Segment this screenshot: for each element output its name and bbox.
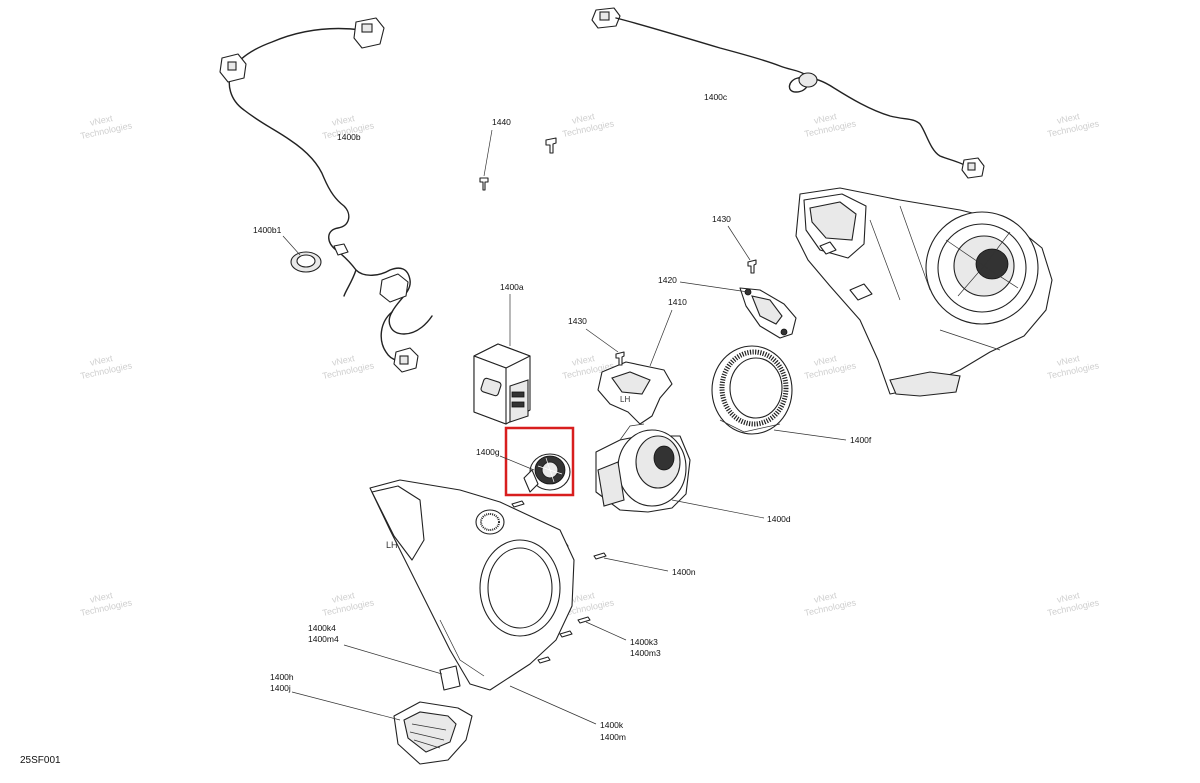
wiring-harness-1400b[interactable] xyxy=(219,17,433,373)
svg-text:LH: LH xyxy=(620,395,630,404)
pad-1400k4[interactable] xyxy=(439,665,461,691)
leader-1400k4 xyxy=(343,644,443,675)
leader-1400h xyxy=(291,691,401,721)
svg-text:vNext: vNext xyxy=(571,111,596,126)
callout-1400n: 1400n xyxy=(672,567,696,577)
svg-text:vNext: vNext xyxy=(331,113,356,128)
svg-text:vNext: vNext xyxy=(331,353,356,368)
bracket-1420[interactable] xyxy=(739,287,797,339)
callout-1430-top: 1430 xyxy=(712,214,731,224)
svg-text:vNext: vNext xyxy=(89,590,114,605)
diagram-code: 25SF001 xyxy=(20,755,61,766)
svg-text:vNext: vNext xyxy=(813,111,838,126)
callout-1400b: 1400b xyxy=(337,132,361,142)
leader-1400g xyxy=(499,455,535,471)
grille-1400h[interactable] xyxy=(393,701,473,765)
callout-1400c: 1400c xyxy=(704,92,728,102)
speaker-1400d[interactable] xyxy=(595,423,691,513)
svg-text:vNext: vNext xyxy=(571,353,596,368)
callout-1400b1: 1400b1 xyxy=(253,225,282,235)
leader-1430-top xyxy=(727,225,751,261)
leader-1430-mid xyxy=(585,328,619,353)
grommet-1400b1[interactable] xyxy=(290,251,322,273)
speaker-housing-upper-right[interactable] xyxy=(795,187,1053,397)
callout-1400d: 1400d xyxy=(767,514,791,524)
leader-1400n xyxy=(603,557,669,572)
leader-1400b1 xyxy=(282,235,301,256)
callout-1400k4: 1400k4 xyxy=(308,623,336,633)
callout-1430-mid: 1430 xyxy=(568,316,587,326)
callout-1400f: 1400f xyxy=(850,435,872,445)
callout-1420: 1420 xyxy=(658,275,677,285)
callout-1400m3: 1400m3 xyxy=(630,648,661,658)
highlight-box xyxy=(504,426,575,497)
leader-1400k3 xyxy=(585,621,627,641)
svg-text:vNext: vNext xyxy=(571,590,596,605)
callout-1400g: 1400g xyxy=(476,447,500,457)
mount-1410[interactable]: LH xyxy=(597,361,673,425)
callout-1400j: 1400j xyxy=(270,683,291,693)
leader-1440 xyxy=(483,129,493,177)
svg-text:LH: LH xyxy=(386,540,398,550)
svg-text:vNext: vNext xyxy=(1056,111,1081,126)
svg-text:vNext: vNext xyxy=(813,590,838,605)
svg-text:vNext: vNext xyxy=(89,113,114,128)
leader-1420 xyxy=(679,281,749,293)
leader-1400d xyxy=(671,499,765,519)
screw-1430-top[interactable] xyxy=(747,259,757,274)
svg-text:vNext: vNext xyxy=(1056,590,1081,605)
svg-text:vNext: vNext xyxy=(331,590,356,605)
amplifier-module-1400a[interactable] xyxy=(473,343,531,425)
leader-1400f xyxy=(773,429,847,441)
svg-text:vNext: vNext xyxy=(89,353,114,368)
callout-1440: 1440 xyxy=(492,117,511,127)
callout-1400h: 1400h xyxy=(270,672,294,682)
wiring-harness-1400c[interactable] xyxy=(591,7,985,179)
speaker-panel-1400k[interactable]: LH xyxy=(369,479,575,691)
callout-1400a: 1400a xyxy=(500,282,524,292)
callout-1400k3: 1400k3 xyxy=(630,637,658,647)
callout-1400m: 1400m xyxy=(600,732,626,742)
callout-1400k: 1400k xyxy=(600,720,624,730)
svg-text:vNext: vNext xyxy=(813,353,838,368)
screw-1430-mid[interactable] xyxy=(615,351,625,366)
svg-text:vNext: vNext xyxy=(1056,353,1081,368)
screw-1440[interactable] xyxy=(479,137,557,191)
tweeter-1400g[interactable] xyxy=(523,453,571,493)
callout-1410: 1410 xyxy=(668,297,687,307)
speaker-ring-1400f[interactable] xyxy=(711,345,793,435)
leader-1400k xyxy=(509,685,597,725)
callout-1400m4: 1400m4 xyxy=(308,634,339,644)
leader-1410 xyxy=(649,309,673,367)
